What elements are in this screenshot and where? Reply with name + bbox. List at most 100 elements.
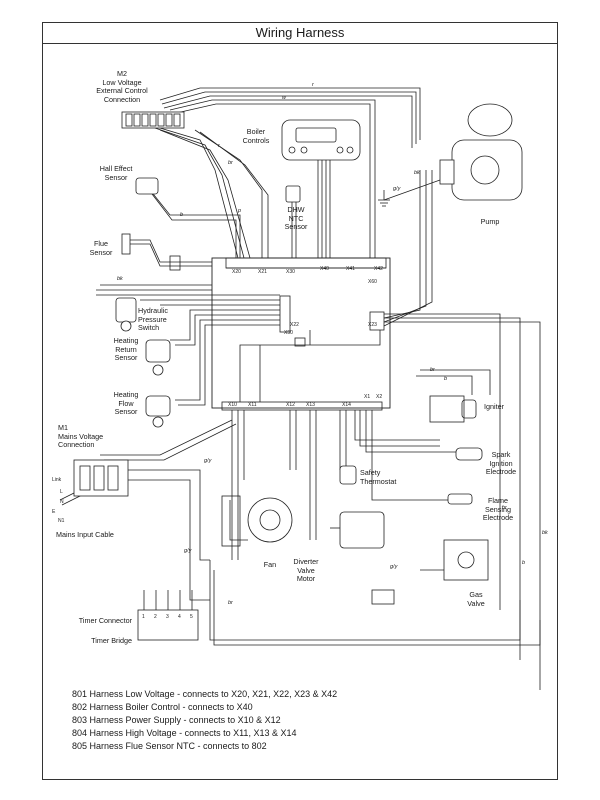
hydraulic-switch-body — [115, 297, 137, 332]
diagram-title: Wiring Harness — [42, 22, 558, 44]
label-flue-sensor: Flue Sensor — [89, 239, 113, 257]
connector-x21: X21 — [258, 269, 267, 275]
label-pump: Pump — [480, 217, 500, 226]
connector-x23-block — [369, 311, 385, 331]
label-igniter: Igniter — [484, 402, 504, 411]
igniter-body — [429, 395, 465, 423]
wire-label-br: br — [228, 160, 233, 166]
wire-label-b: b — [180, 212, 184, 218]
legend-item: 802 Harness Boiler Control - connects to… — [72, 702, 253, 712]
safety-thermostat-body — [339, 465, 357, 485]
timer-pin-5: 5 — [190, 614, 193, 620]
mains-terminal-l: L — [60, 489, 63, 495]
pcb-connector-strip-top — [225, 257, 387, 269]
timer-pin-1: 1 — [142, 614, 145, 620]
label-hall-effect: Hall Effect Sensor — [99, 164, 133, 182]
flame-electrode-body — [447, 493, 473, 505]
boiler-controls-panel — [281, 119, 361, 161]
label-m1: M1 Mains Voltage Connection — [58, 423, 104, 449]
main-pcb — [211, 257, 391, 409]
dhw-ntc-sensor-body — [285, 185, 301, 203]
timer-pin-4: 4 — [178, 614, 181, 620]
connector-x50: X50 — [284, 330, 293, 336]
pump-body — [439, 103, 523, 201]
diverter-valve-body — [339, 511, 385, 549]
timer-pin-2: 2 — [154, 614, 157, 620]
gas-valve-body — [443, 539, 489, 581]
connector-x11: X11 — [248, 402, 257, 408]
wire-label-r: r — [312, 82, 314, 88]
mains-terminal-link: Link — [52, 477, 62, 483]
spark-electrode-body — [455, 447, 483, 461]
wire-label-gy4: g/y — [390, 564, 398, 570]
m2-terminal-block — [121, 111, 185, 129]
wire-label-b3: b — [522, 560, 526, 566]
connector-x22-block — [279, 295, 291, 333]
connector-x20: X20 — [232, 269, 241, 275]
label-hydraulic-switch: Hydraulic Pressure Switch — [138, 306, 168, 332]
hall-effect-sensor-body — [135, 177, 159, 195]
m1-terminal-block — [73, 459, 129, 497]
wire-label-bk3: bk — [542, 530, 548, 536]
mains-terminal-n: N — [60, 499, 64, 505]
label-diverter-valve: Diverter Valve Motor — [293, 557, 319, 583]
connector-x13: X13 — [306, 402, 315, 408]
flue-sensor-body — [121, 233, 131, 255]
harness-legend: 801 Harness Low Voltage - connects to X2… — [72, 688, 337, 753]
diagram-frame — [42, 22, 558, 780]
wire-label-gy: g/y — [393, 186, 401, 192]
fan-impeller — [247, 497, 293, 543]
connector-x60: X60 — [368, 279, 377, 285]
pcb-connector-strip-bottom — [221, 401, 383, 411]
heating-return-sensor-body — [145, 339, 171, 376]
wire-label-bk2: bk — [414, 170, 420, 176]
connector-x12: X12 — [286, 402, 295, 408]
legend-item: 805 Harness Flue Sensor NTC - connects t… — [72, 741, 267, 751]
mains-terminal-e: E — [52, 509, 56, 515]
label-dhw-ntc: DHW NTC Sensor — [284, 205, 308, 231]
heating-flow-sensor-body — [145, 395, 171, 428]
connector-x2: X2 — [376, 394, 383, 400]
label-spark-electrode: Spark Ignition Electrode — [485, 450, 517, 476]
fan-housing — [221, 495, 241, 547]
wire-label-br4: br — [228, 600, 233, 606]
wire-label-bk: bk — [117, 276, 123, 282]
wire-label-br2: br — [430, 367, 435, 373]
connector-x1: X1 — [364, 394, 371, 400]
label-m2: M2 Low Voltage External Control Connecti… — [96, 69, 148, 104]
label-boiler-controls: Boiler Controls — [242, 127, 270, 145]
label-timer-bridge: Timer Bridge — [91, 636, 132, 645]
wire-label-w: w — [282, 95, 286, 101]
connector-x10: X10 — [228, 402, 237, 408]
wire-label-r2: r — [218, 143, 220, 149]
connector-x50-block — [294, 337, 306, 347]
connector-x40: X40 — [320, 266, 329, 272]
legend-item: 804 Harness High Voltage - connects to X… — [72, 728, 297, 738]
connector-x22: X22 — [290, 322, 299, 328]
label-timer-connector: Timer Connector — [78, 616, 132, 625]
gas-valve-connector — [371, 589, 395, 605]
wire-label-b2: b — [444, 376, 448, 382]
legend-item: 801 Harness Low Voltage - connects to X2… — [72, 689, 338, 699]
legend-item: 803 Harness Power Supply - connects to X… — [72, 715, 281, 725]
label-fan: Fan — [263, 560, 277, 569]
label-heating-return: Heating Return Sensor — [113, 336, 139, 362]
wire-label-br3: br — [502, 505, 507, 511]
connector-x41: X41 — [346, 266, 355, 272]
connector-x23: X23 — [368, 322, 377, 328]
label-safety-thermostat: Safety Thermostat — [360, 468, 397, 486]
connector-x14: X14 — [342, 402, 351, 408]
wire-label-p: p — [238, 208, 242, 214]
connector-x42: X42 — [374, 266, 383, 272]
wire-label-gy2: g/y — [184, 548, 192, 554]
label-heating-flow: Heating Flow Sensor — [113, 390, 139, 416]
mains-terminal-n1: N1 — [58, 518, 65, 524]
timer-pin-3: 3 — [166, 614, 169, 620]
label-gas-valve: Gas Valve — [467, 590, 485, 608]
flue-inline-connector — [169, 255, 181, 271]
connector-x30: X30 — [286, 269, 295, 275]
label-mains-cable: Mains Input Cable — [56, 530, 114, 539]
wire-label-gy3: g/y — [204, 458, 212, 464]
label-flame-electrode: Flame Sensing Electrode — [482, 496, 514, 522]
